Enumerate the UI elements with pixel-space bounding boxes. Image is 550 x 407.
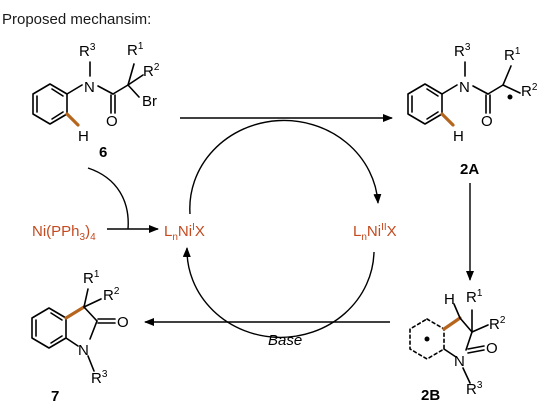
compound-7-ring-bond [64, 305, 86, 320]
ni0-reagent: Ni(PPh3)4 [32, 223, 96, 243]
ni1-catalyst: LnNiIX [164, 222, 205, 243]
compound-7-label: 7 [51, 388, 59, 405]
compound-2B-h: H [444, 291, 455, 308]
compound-2A-r3: R3 [454, 42, 471, 60]
compound-7: R1 R2 O N R3 7 [31, 269, 129, 405]
compound-7-r3: R3 [91, 369, 108, 387]
ni2-catalyst: LnNiIIX [353, 222, 397, 243]
compound-6-r2: R2 [143, 62, 160, 80]
scheme-title: Proposed mechansim: [2, 11, 151, 28]
arrows [87, 114, 474, 339]
compound-6-label: 6 [99, 144, 107, 161]
compound-6-br: Br [142, 93, 157, 110]
base-label: Base [268, 332, 302, 349]
radical-dot-icon [507, 94, 513, 100]
compound-2A-label: 2A [460, 161, 479, 178]
compound-7-bonds [31, 288, 116, 372]
radical-dot-icon [424, 336, 430, 342]
compound-2B-r1: R1 [466, 288, 483, 306]
compound-6-r3: R3 [79, 42, 96, 60]
compound-2A-bonds [407, 61, 521, 127]
compound-2B-label: 2B [421, 387, 440, 404]
compound-2B-bonds [409, 303, 489, 384]
catalytic-cycle-arc-bottom [182, 247, 375, 339]
compound-6-ch-bond [65, 112, 80, 127]
compound-2B-ring-bond [442, 316, 462, 331]
arrow-6-joins [87, 167, 129, 230]
compound-7-r2: R2 [103, 286, 120, 304]
compound-2A-ch-bond [440, 112, 455, 127]
compound-2B: H R1 R2 O N R3 2B [409, 288, 506, 404]
compound-7-o: O [117, 314, 129, 331]
compound-6: N R3 O R1 R2 Br H 6 [32, 41, 160, 161]
compound-6-h: H [78, 128, 89, 145]
compound-2A-h: H [453, 128, 464, 145]
compound-6-bonds [32, 61, 144, 127]
compound-2A-n: N [459, 79, 470, 96]
compound-2B-n: N [454, 353, 465, 370]
compound-2A-r1: R1 [504, 46, 521, 64]
catalytic-cycle-arc-top [189, 119, 382, 215]
compound-2B-r2: R2 [489, 315, 506, 333]
compound-7-r1: R1 [83, 269, 100, 287]
compound-6-n: N [84, 79, 95, 96]
compound-2B-o: O [486, 340, 498, 357]
compound-2B-r3: R3 [466, 380, 483, 398]
compound-2A-o: O [481, 113, 493, 130]
compound-2A-r2: R2 [521, 82, 538, 100]
compound-6-r1: R1 [127, 41, 144, 59]
compound-7-n: N [78, 342, 89, 359]
compound-2A: N R3 O R1 R2 H 2A [407, 42, 538, 178]
compound-6-o: O [106, 113, 118, 130]
